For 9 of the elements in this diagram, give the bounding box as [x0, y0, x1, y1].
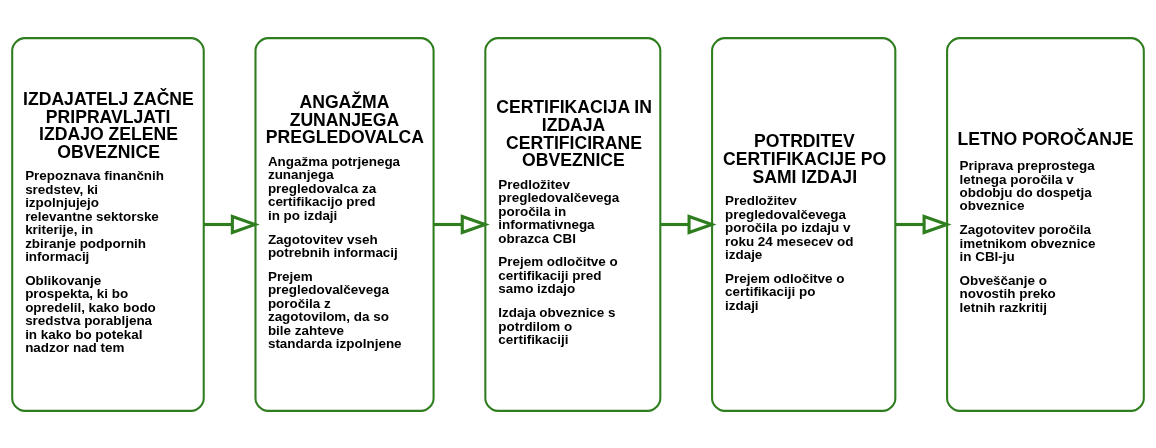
arrow — [433, 213, 490, 235]
arrow — [204, 213, 260, 235]
node-box: POTRDITEV CERTIFIKACIJE PO SAMI IZDAJI Predložitev pregledovalčevega poročila po izdaju v roku 24 mesecev od izdaje Prejem odločitve o certifikaciji po izdaji — [711, 36, 897, 412]
arrow — [895, 213, 952, 235]
node-box: ANGAŽMA ZUNANJEGA PREGLEDOVALCA Angažma potrjenega zunanjega pregledovalca za certifikacijo pred in po izdaji Zagotovitev vseh potrebnih informacij Prejem pregledovalčevega poročila z zagotovilom, da so bile zahteve standarda izpolnjene — [254, 36, 435, 412]
node-box: LETNO POROČANJE Priprava preprostega letnega poročila v obdobju do dospetja obveznice Zagotovitev poročila imetnikom obveznice in CBI-ju Obveščanje o novostih preko letnih razkritij — [946, 36, 1145, 412]
arrow — [660, 213, 717, 235]
node-box: CERTIFIKACIJA IN IZDAJA CERTIFICIRANE OBVEZNICE Predložitev pregledovalčevega poročila in informativnega obrazca CBI Prejem odločitve o certifikaciji pred samo izdajo Izdaja obveznice s potrdilom o certifikaciji — [484, 36, 662, 412]
node-box: IZDAJATELJ ZAČNE PRIPRAVLJATI IZDAJO ZELENE OBVEZNICE Prepoznava finančnih sredstev, ki izpolnjujejo relevantne sektorske kriterije, in zbiranje podpornih informacij Oblikovanje prospekta, ki bo opredelil, kako bodo sredstva porabljena in kako bo potekal nadzor nad tem — [11, 36, 205, 412]
